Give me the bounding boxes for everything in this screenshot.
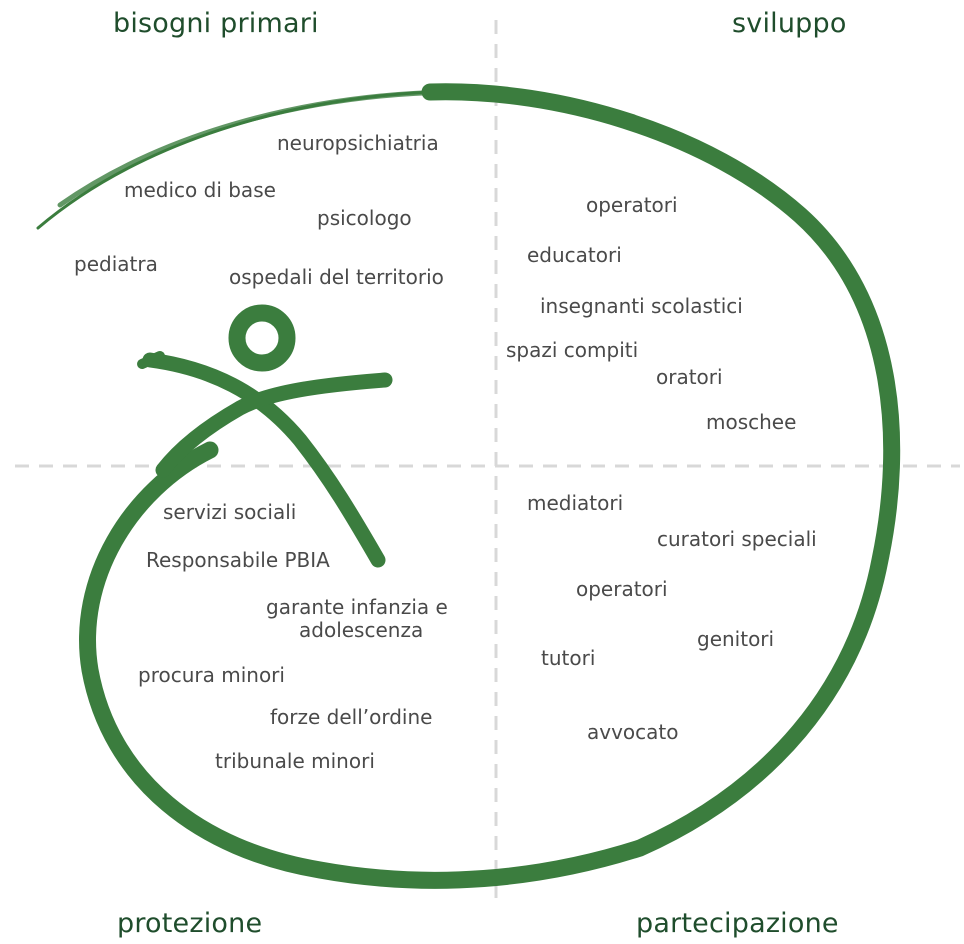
figure-arm-left — [142, 352, 386, 568]
quadrant-title-protezione: protezione — [117, 908, 263, 939]
label-psicologo: psicologo — [317, 206, 412, 230]
quadrant-title-bisogni-primari: bisogni primari — [113, 8, 319, 39]
label-responsabile-pbia: Responsabile PBIA — [146, 548, 330, 572]
label-insegnanti-scolastici: insegnanti scolastici — [540, 294, 743, 318]
label-pediatra: pediatra — [74, 252, 158, 276]
spiral-brush-stroke — [36, 83, 901, 889]
label-procura-minori: procura minori — [138, 663, 285, 687]
figure-arm-right — [155, 372, 393, 478]
label-operatori-partecipazione: operatori — [576, 577, 668, 601]
label-spazi-compiti: spazi compiti — [506, 338, 639, 362]
spiral-main — [79, 83, 901, 889]
label-tutori: tutori — [541, 646, 596, 670]
quadrant-title-sviluppo: sviluppo — [732, 8, 847, 39]
label-moschee: moschee — [706, 410, 797, 434]
label-ospedali-del-territorio: ospedali del territorio — [229, 265, 444, 289]
label-educatori: educatori — [527, 243, 622, 267]
label-neuropsichiatria: neuropsichiatria — [277, 131, 439, 155]
label-servizi-sociali: servizi sociali — [163, 500, 297, 524]
child-figure-icon — [137, 304, 393, 568]
quadrant-title-partecipazione: partecipazione — [636, 908, 839, 939]
label-operatori-sviluppo: operatori — [586, 193, 678, 217]
label-tribunale-minori: tribunale minori — [215, 749, 375, 773]
figure-head — [228, 304, 296, 372]
label-mediatori: mediatori — [527, 491, 624, 515]
label-adolescenza: adolescenza — [299, 618, 424, 642]
label-garante-infanzia: garante infanzia e — [266, 595, 448, 619]
label-genitori: genitori — [697, 627, 775, 651]
label-avvocato: avvocato — [587, 720, 679, 744]
label-medico-di-base: medico di base — [124, 178, 276, 202]
label-curatori-speciali: curatori speciali — [657, 527, 817, 551]
label-oratori: oratori — [656, 365, 723, 389]
label-forze-dell-ordine: forze dell’ordine — [270, 705, 433, 729]
